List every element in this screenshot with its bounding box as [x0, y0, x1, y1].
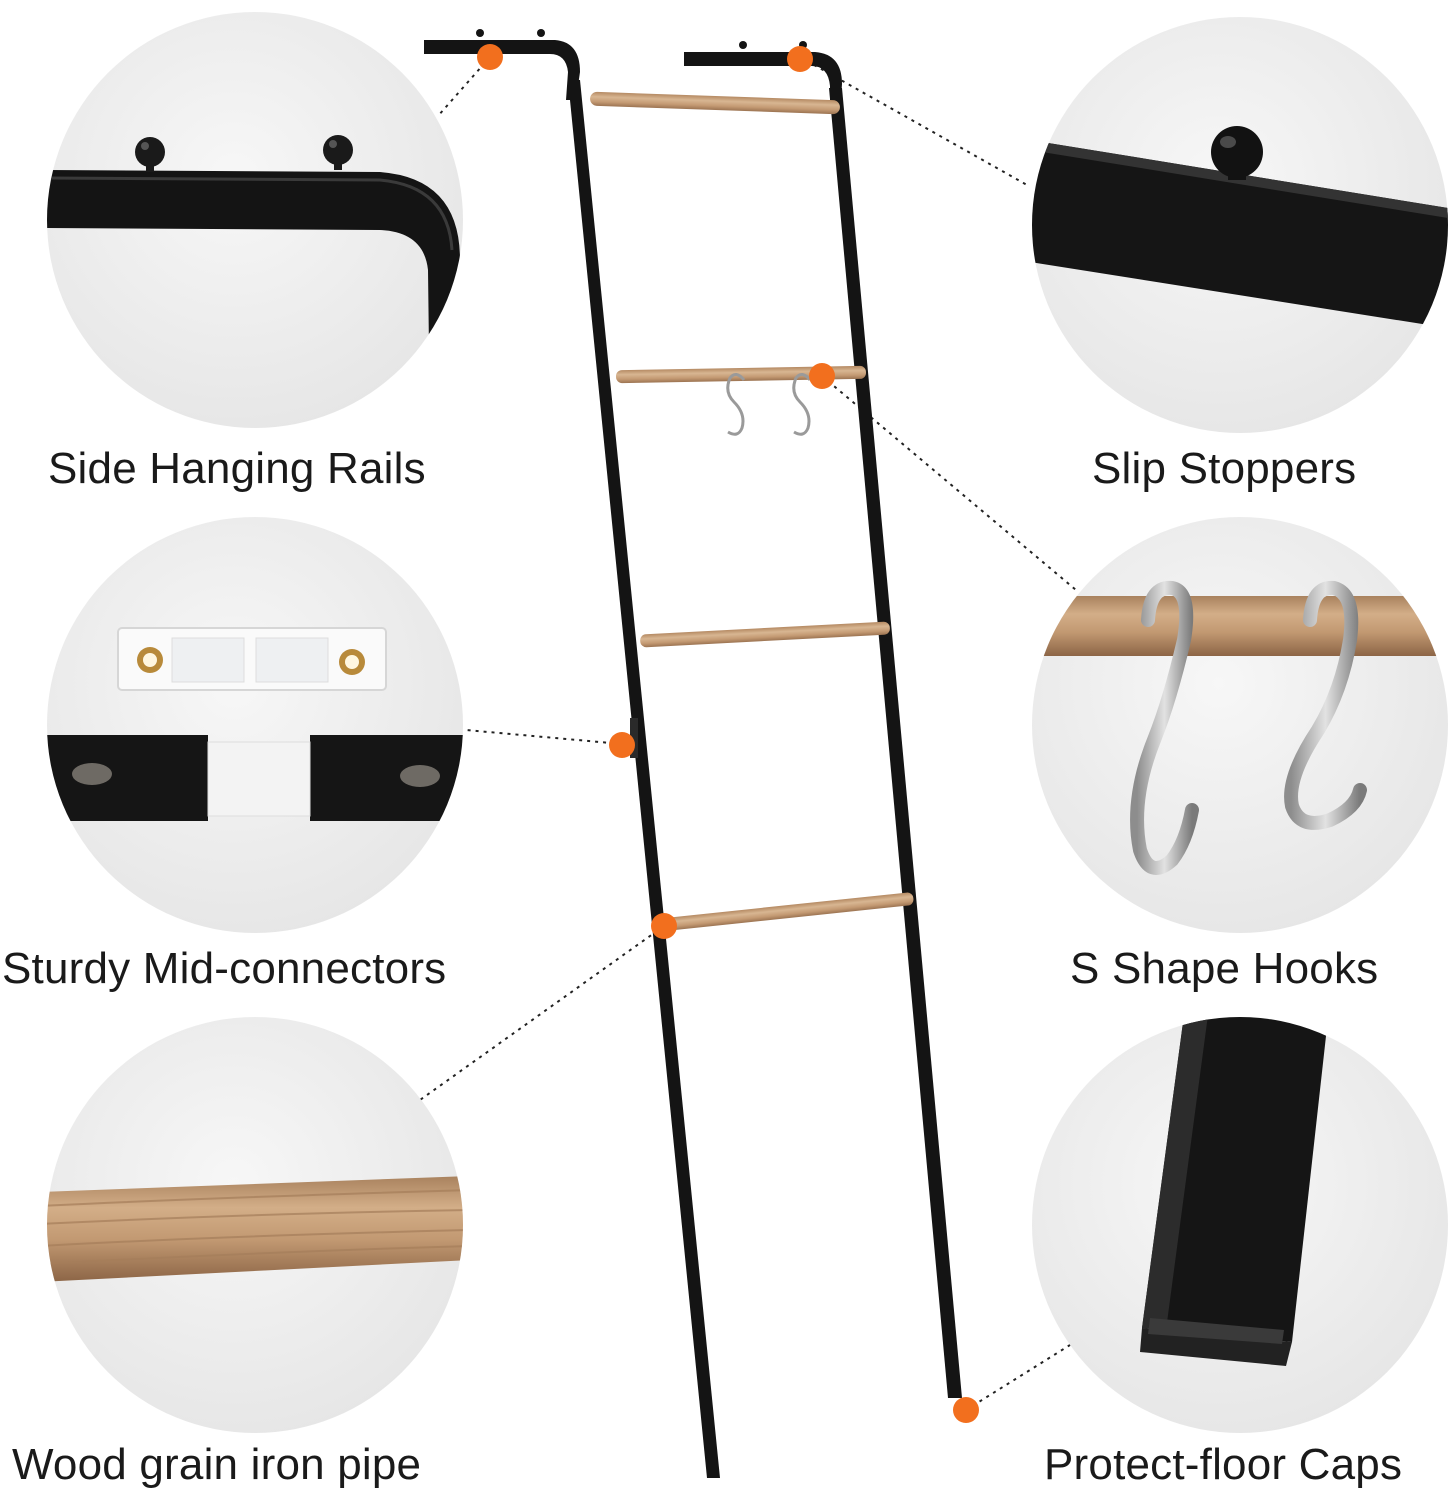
leader-line-mid-connectors	[465, 729, 623, 745]
ladder-rung	[616, 365, 866, 384]
rail-knob	[537, 29, 545, 37]
ladder	[424, 29, 962, 1478]
feature-label-side-hanging-rails: Side Hanging Rails	[48, 444, 426, 493]
hotspot-dot-side-rails	[477, 44, 503, 70]
leader-line-floor-caps	[965, 1344, 1071, 1411]
small-s-hooks	[726, 373, 812, 436]
feature-label-wood-grain: Wood grain iron pipe	[12, 1440, 422, 1489]
hotspot-dot-floor-caps	[953, 1397, 979, 1423]
feature-label-s-hooks: S Shape Hooks	[1070, 944, 1379, 993]
leader-line-wood-grain	[419, 925, 665, 1101]
detail-circle-side-rails	[47, 12, 463, 428]
right-ladder-pole	[829, 88, 962, 1398]
ladder-rungs	[590, 91, 914, 931]
feature-label-floor-caps: Protect-floor Caps	[1044, 1440, 1403, 1489]
leader-line-side-rails	[437, 56, 491, 117]
left-hanging-rail	[424, 40, 580, 100]
rail-knob	[739, 41, 747, 49]
hotspot-dot-s-hooks	[809, 363, 835, 389]
feature-label-mid-connectors: Sturdy Mid-connectors	[2, 944, 447, 993]
leader-lines	[419, 56, 1077, 1411]
hotspot-dot-slip-stoppers	[787, 46, 813, 72]
right-hanging-rail	[684, 52, 842, 110]
detail-circle-slip-stoppers	[1032, 17, 1448, 433]
ladder-rung	[664, 892, 914, 931]
feature-label-slip-stoppers: Slip Stoppers	[1092, 444, 1357, 493]
ladder-rung	[640, 621, 890, 648]
hotspot-dots	[477, 44, 979, 1423]
detail-circle-mid-connectors	[47, 517, 463, 933]
ladder-rung	[590, 91, 840, 115]
hotspot-dot-mid-connectors	[609, 732, 635, 758]
detail-circle-floor-caps	[1032, 1017, 1448, 1433]
detail-circle-s-hooks	[1032, 517, 1448, 933]
left-ladder-pole	[568, 80, 720, 1478]
small-s-hook	[792, 373, 812, 436]
leader-line-slip-stoppers	[799, 56, 1028, 186]
hotspot-dot-wood-grain	[651, 913, 677, 939]
mid-connector	[630, 718, 638, 758]
rail-knob	[476, 29, 484, 37]
small-s-hook	[726, 373, 746, 436]
detail-circle-wood-grain	[47, 1017, 463, 1433]
